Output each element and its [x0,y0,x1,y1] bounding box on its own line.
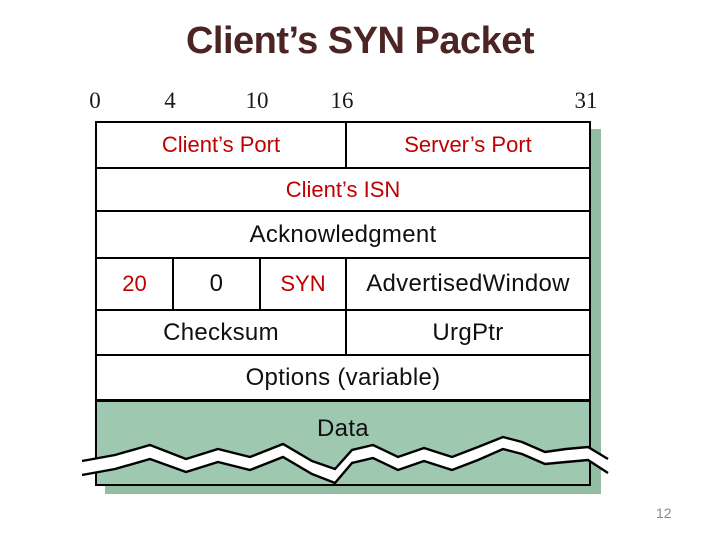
field-options: Options (variable) [97,356,589,399]
torn-edge-top-line [81,435,609,471]
field-flags-label: SYN [280,271,326,296]
row-ports: Client’s Port Server’s Port [97,123,589,167]
row-acknowledgment: Acknowledgment [97,210,589,257]
field-advertised-window: AdvertisedWindow [345,259,589,309]
field-sequence-label: Client’s ISN [285,176,401,202]
field-flags: SYN [259,259,345,309]
page-number: 12 [656,505,672,521]
row-checksum: Checksum UrgPtr [97,309,589,354]
field-acknowledgment-label: Acknowledgment [249,220,437,248]
row-options: Options (variable) [97,354,589,399]
bit-ruler-tick-10: 10 [245,88,269,113]
torn-edge [81,435,609,485]
row-sequence: Client’s ISN [97,167,589,210]
field-reserved-label: 0 [209,270,224,297]
slide-title: Client’s SYN Packet [185,20,535,62]
field-source-port: Client’s Port [97,123,345,167]
bit-ruler-tick-16: 16 [330,88,354,113]
bit-ruler-tick-31: 31 [574,88,598,113]
field-source-port-label: Client’s Port [161,132,281,157]
field-dest-port-label: Server’s Port [404,132,532,157]
bit-ruler-tick-4: 4 [164,88,176,113]
field-reserved: 0 [172,259,259,309]
field-hdrlen-label: 20 [122,271,147,296]
field-dest-port: Server’s Port [345,123,589,167]
field-urgptr-label: UrgPtr [432,318,504,346]
field-checksum-label: Checksum [163,318,279,346]
field-checksum: Checksum [97,311,345,354]
data-section-label: Data [317,415,369,442]
row-flags: 20 0 SYN AdvertisedWindow [97,257,589,309]
field-advertised-window-label: AdvertisedWindow [366,270,570,297]
field-sequence: Client’s ISN [97,169,589,210]
torn-edge-bottom-line [81,447,609,485]
field-hdrlen: 20 [97,259,172,309]
field-acknowledgment: Acknowledgment [97,212,589,257]
field-urgptr: UrgPtr [345,311,589,354]
bit-ruler-tick-0: 0 [89,88,101,113]
field-options-label: Options (variable) [245,363,441,391]
